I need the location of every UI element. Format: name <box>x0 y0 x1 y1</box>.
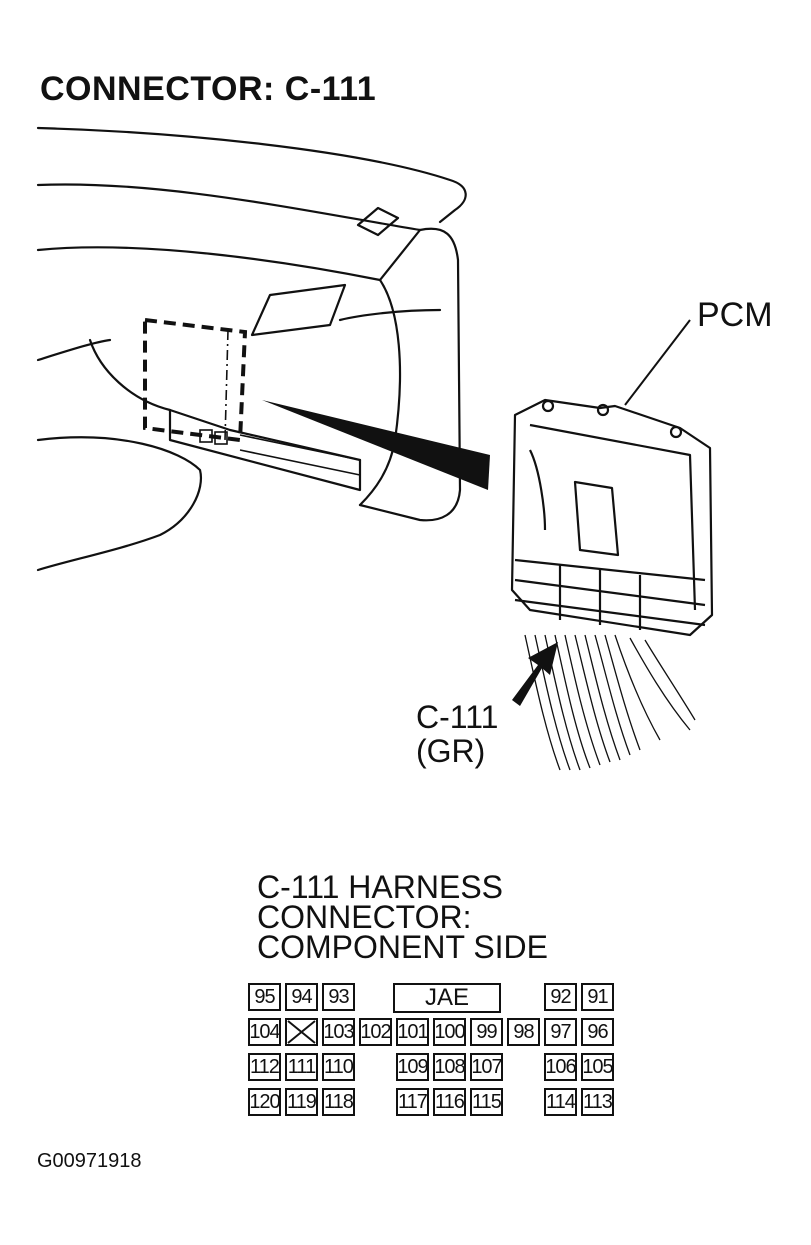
pin-cell: 95 <box>248 983 281 1011</box>
lower-dash <box>36 436 203 572</box>
pin-cell: 94 <box>285 983 318 1011</box>
pin-cell: 92 <box>544 983 577 1011</box>
pcm-leader-line <box>624 319 691 406</box>
connector-key-label: JAE <box>393 983 501 1013</box>
pin-cell: 112 <box>248 1053 281 1081</box>
connector-id: C-111 <box>416 699 499 735</box>
pin-cell: 103 <box>322 1018 355 1046</box>
harness-title-line-3: COMPONENT SIDE <box>257 929 548 965</box>
pin-cell: 105 <box>581 1053 614 1081</box>
pcm-label: PCM <box>697 296 773 334</box>
pin-cell: 116 <box>433 1088 466 1116</box>
pin-cell: 104 <box>248 1018 281 1046</box>
pcm-location-illustration <box>36 126 714 771</box>
pin-cell: 108 <box>433 1053 466 1081</box>
pin-cell: 110 <box>322 1053 355 1081</box>
small-vent <box>356 206 400 237</box>
harness-title-line-1: C-111 HARNESS <box>257 869 503 905</box>
vent-opening <box>250 283 347 337</box>
connector-label: C-111 (GR) <box>416 700 498 768</box>
empty-cavity <box>507 1088 540 1116</box>
empty-cavity <box>359 1053 392 1081</box>
dashboard-vent-line <box>36 228 422 282</box>
pin-cell: 118 <box>322 1088 355 1116</box>
pin-cell: 113 <box>581 1088 614 1116</box>
dashboard-upper-line <box>36 183 422 232</box>
figure-id: G00971918 <box>37 1150 142 1172</box>
empty-cavity <box>507 1053 540 1081</box>
harness-title-line-2: CONNECTOR: <box>257 899 472 935</box>
pin-cell: 98 <box>507 1018 540 1046</box>
pin-cell: 114 <box>544 1088 577 1116</box>
pin-cell: 93 <box>322 983 355 1011</box>
glovebox-recess <box>338 308 442 322</box>
pin-cell: 100 <box>433 1018 466 1046</box>
pin-cell: 97 <box>544 1018 577 1046</box>
pcm-connector-rows <box>514 558 706 627</box>
harness-title: C-111 HARNESS CONNECTOR: COMPONENT SIDE <box>257 869 548 965</box>
pin-cell: 109 <box>396 1053 429 1081</box>
pin-cell: 111 <box>285 1053 318 1081</box>
blocked-cavity <box>285 1018 318 1046</box>
page-title: CONNECTOR: C-111 <box>40 70 377 108</box>
pin-cell: 119 <box>285 1088 318 1116</box>
pin-cell: 96 <box>581 1018 614 1046</box>
dash-side-panel <box>358 227 462 522</box>
empty-cavity <box>359 1088 392 1116</box>
connector-color: (GR) <box>416 733 486 769</box>
pin-cell: 120 <box>248 1088 281 1116</box>
dash-inner-curve <box>358 278 402 507</box>
pin-cell: 102 <box>359 1018 392 1046</box>
pcm-body <box>510 398 714 637</box>
pin-cell: 91 <box>581 983 614 1011</box>
pin-cell: 106 <box>544 1053 577 1081</box>
connector-arrow <box>512 642 558 706</box>
pointer-wedge <box>262 400 490 490</box>
pin-cell: 117 <box>396 1088 429 1116</box>
pin-cell: 101 <box>396 1018 429 1046</box>
dashboard-top-edge <box>36 126 467 224</box>
pin-cell: 99 <box>470 1018 503 1046</box>
pcm-location-dashed-box <box>143 317 248 443</box>
pin-cell: 115 <box>470 1088 503 1116</box>
pin-cell: 107 <box>470 1053 503 1081</box>
